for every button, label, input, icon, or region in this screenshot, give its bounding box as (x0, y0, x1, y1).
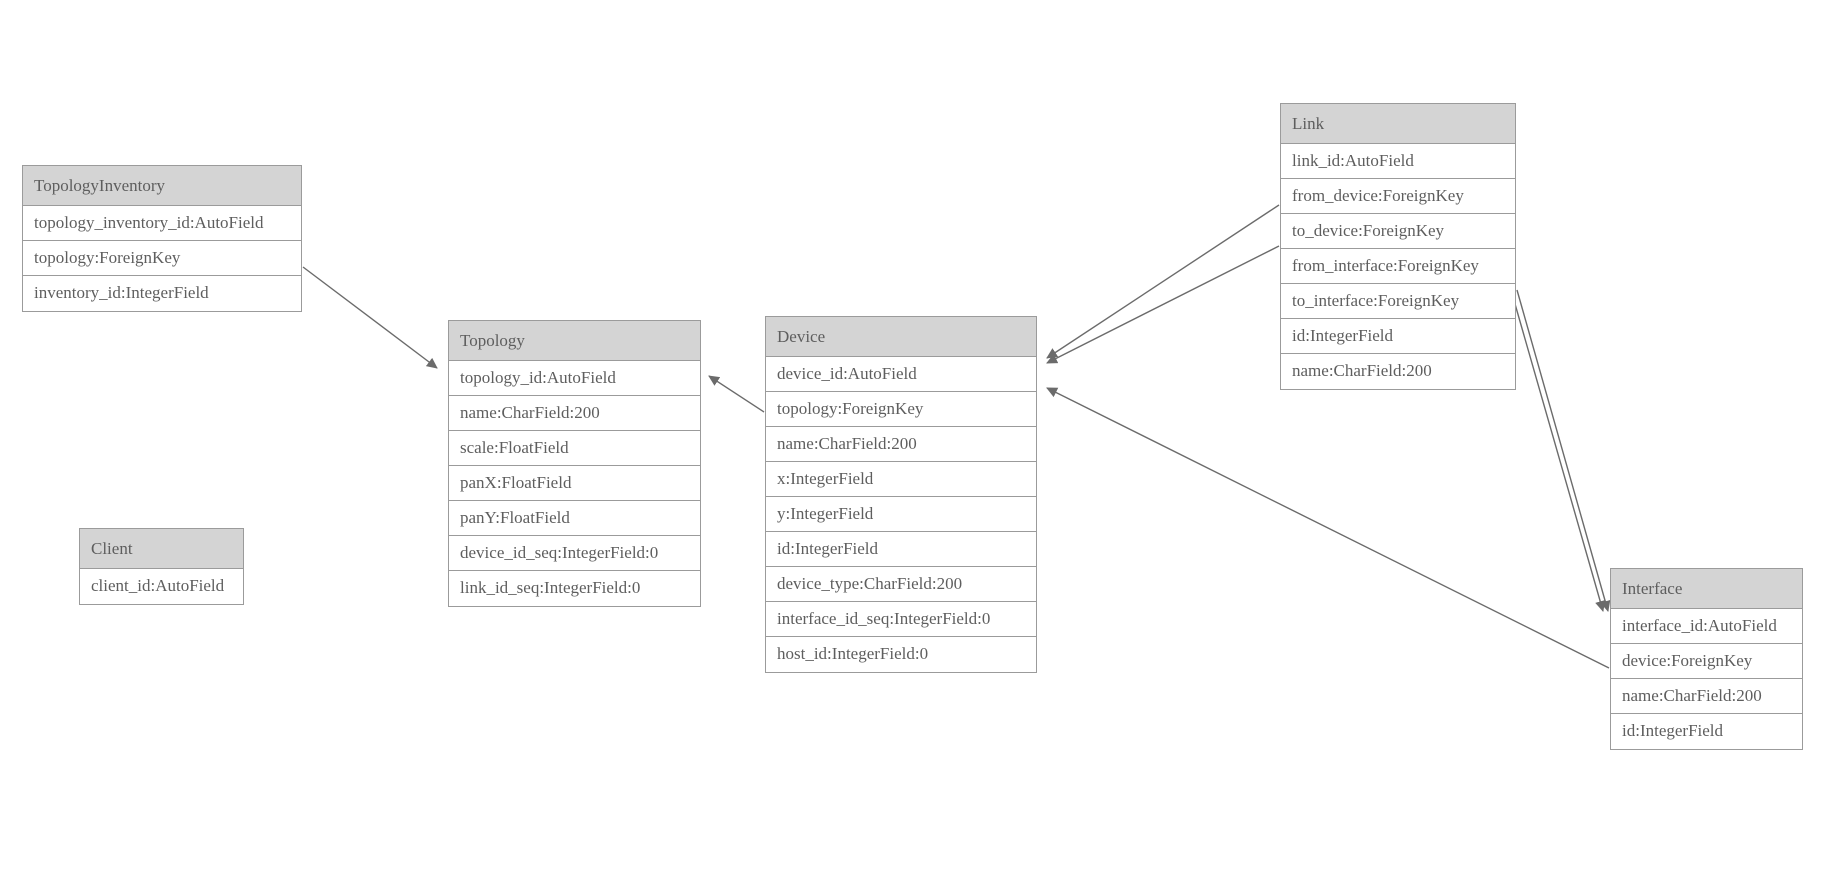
field-row: device:ForeignKey (1611, 644, 1802, 679)
field-row: scale:FloatField (449, 431, 700, 466)
field-row: name:CharField:200 (449, 396, 700, 431)
edge-device-topology (708, 375, 765, 413)
edge-interface-device (1046, 387, 1610, 669)
field-row: name:CharField:200 (1611, 679, 1802, 714)
field-row: id:IntegerField (1281, 319, 1515, 354)
entity-title-link: Link (1281, 104, 1515, 144)
field-row: panY:FloatField (449, 501, 700, 536)
edge-link-from-interface (1516, 289, 1611, 612)
field-row: to_device:ForeignKey (1281, 214, 1515, 249)
edge-link-to-interface (1510, 289, 1606, 612)
field-row: id:IntegerField (1611, 714, 1802, 749)
field-row: device_id:AutoField (766, 357, 1036, 392)
field-row: link_id_seq:IntegerField:0 (449, 571, 700, 606)
field-row: client_id:AutoField (80, 569, 243, 604)
field-row: topology_inventory_id:AutoField (23, 206, 301, 241)
field-row: inventory_id:IntegerField (23, 276, 301, 311)
entity-title-topology: Topology (449, 321, 700, 361)
entity-client[interactable]: Client client_id:AutoField (79, 528, 244, 605)
edge-link-to-device (1046, 245, 1280, 364)
field-row: topology:ForeignKey (766, 392, 1036, 427)
entity-title-device: Device (766, 317, 1036, 357)
field-row: panX:FloatField (449, 466, 700, 501)
field-row: x:IntegerField (766, 462, 1036, 497)
entity-title-topologyinventory: TopologyInventory (23, 166, 301, 206)
field-row: link_id:AutoField (1281, 144, 1515, 179)
field-row: topology:ForeignKey (23, 241, 301, 276)
entity-topologyinventory[interactable]: TopologyInventory topology_inventory_id:… (22, 165, 302, 312)
field-row: from_interface:ForeignKey (1281, 249, 1515, 284)
field-row: topology_id:AutoField (449, 361, 700, 396)
entity-device[interactable]: Device device_id:AutoField topology:Fore… (765, 316, 1037, 673)
entity-title-interface: Interface (1611, 569, 1802, 609)
edge-topologyinventory-topology (302, 266, 438, 369)
field-row: name:CharField:200 (766, 427, 1036, 462)
entity-title-client: Client (80, 529, 243, 569)
field-row: y:IntegerField (766, 497, 1036, 532)
field-row: interface_id_seq:IntegerField:0 (766, 602, 1036, 637)
field-row: interface_id:AutoField (1611, 609, 1802, 644)
entity-topology[interactable]: Topology topology_id:AutoField name:Char… (448, 320, 701, 607)
field-row: device_id_seq:IntegerField:0 (449, 536, 700, 571)
field-row: host_id:IntegerField:0 (766, 637, 1036, 672)
field-row: to_interface:ForeignKey (1281, 284, 1515, 319)
field-row: name:CharField:200 (1281, 354, 1515, 389)
field-row: from_device:ForeignKey (1281, 179, 1515, 214)
field-row: id:IntegerField (766, 532, 1036, 567)
edge-link-from-device (1046, 204, 1280, 359)
entity-link[interactable]: Link link_id:AutoField from_device:Forei… (1280, 103, 1516, 390)
entity-interface[interactable]: Interface interface_id:AutoField device:… (1610, 568, 1803, 750)
field-row: device_type:CharField:200 (766, 567, 1036, 602)
